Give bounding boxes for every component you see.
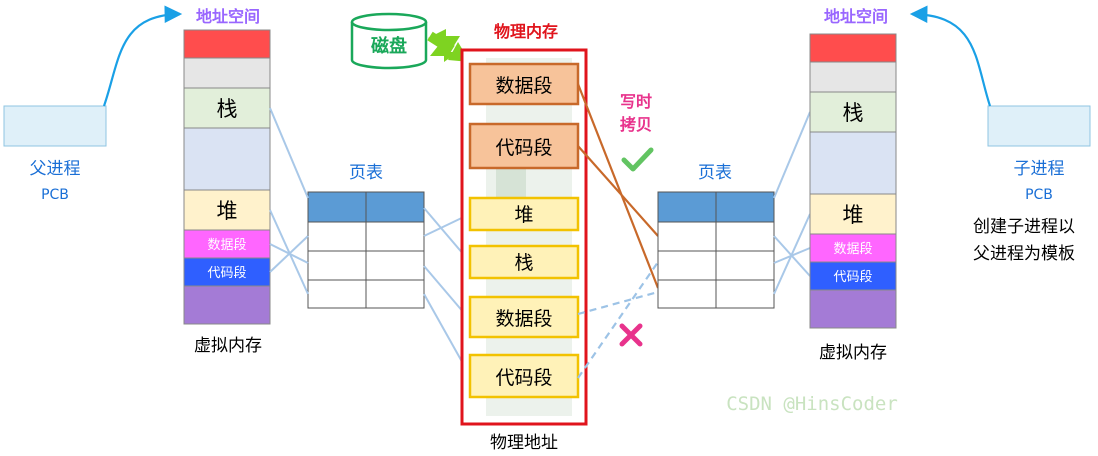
phys-copy-data-label: 数据段 [495, 75, 552, 97]
phys-copy-code-segment [468, 122, 580, 170]
left-page-table [307, 191, 425, 309]
right-seg-code [809, 261, 897, 291]
right-address-space-title: 地址空间 [824, 7, 888, 26]
parent-pcb-label: 父进程 [30, 159, 81, 179]
disk-icon [350, 12, 428, 70]
phys-code-segment [468, 353, 580, 399]
physical-address-caption: 物理地址 [490, 433, 558, 453]
physical-memory-title: 物理内存 [494, 22, 558, 41]
right-heap-label: 堆 [843, 203, 864, 227]
right-mapping-lines [773, 111, 811, 295]
cow-old-mapping-lines [577, 261, 659, 379]
left-mapping-lines [269, 107, 309, 295]
parent-pcb-sublabel: PCB [41, 187, 69, 203]
left-stack-label: 栈 [217, 97, 238, 121]
check-icon [621, 147, 654, 172]
left-page-table-title: 页表 [349, 163, 383, 183]
phys-data-segment [468, 295, 580, 339]
phys-stack-segment [468, 244, 580, 280]
phys-heap-segment [468, 196, 580, 232]
right-stack-label: 栈 [843, 101, 864, 125]
left-code-label: 代码段 [207, 266, 246, 281]
disk-arrow-shaft [427, 31, 455, 55]
left-virtual-memory-caption: 虚拟内存 [194, 336, 262, 356]
phys-stack-label: 栈 [514, 252, 533, 274]
cow-label-line2: 拷贝 [620, 115, 652, 134]
cross-icon [619, 323, 643, 347]
right-virtual-memory-caption: 虚拟内存 [819, 343, 887, 363]
cow-new-mapping-lines [576, 83, 660, 289]
left-data-label: 数据段 [207, 238, 246, 253]
child-pcb-sublabel: PCB [1025, 187, 1053, 203]
parent-pcb-arrow [102, 5, 183, 107]
phys-data-label: 数据段 [495, 308, 552, 330]
phys-code-label: 代码段 [495, 367, 552, 389]
left-seg-data [183, 229, 271, 259]
right-page-table [657, 191, 775, 309]
watermark: CSDN @HinsCoder [726, 393, 898, 415]
left-address-space-title: 地址空间 [196, 7, 260, 26]
disk-label: 磁盘 [371, 35, 407, 57]
right-page-table-title: 页表 [698, 163, 732, 183]
right-seg-data [809, 233, 897, 263]
left-virtual-memory [183, 29, 271, 325]
right-code-label: 代码段 [833, 270, 872, 285]
phys-copy-code-label: 代码段 [495, 137, 552, 159]
right-virtual-memory [809, 33, 897, 329]
cow-label-line1: 写时 [620, 92, 652, 111]
left-seg-stack [183, 87, 271, 129]
child-pcb-arrow [909, 5, 992, 107]
parent-pcb-box [3, 105, 107, 147]
phys-heap-label: 堆 [514, 204, 533, 226]
child-pcb-box [987, 105, 1091, 147]
fork-note-line1: 创建子进程以 [973, 217, 1075, 237]
phys-copy-data-segment [468, 62, 580, 106]
fork-note-line2: 父进程为模板 [973, 244, 1075, 264]
left-heap-label: 堆 [217, 199, 238, 223]
child-pcb-label: 子进程 [1014, 159, 1065, 179]
right-data-label: 数据段 [833, 242, 872, 257]
